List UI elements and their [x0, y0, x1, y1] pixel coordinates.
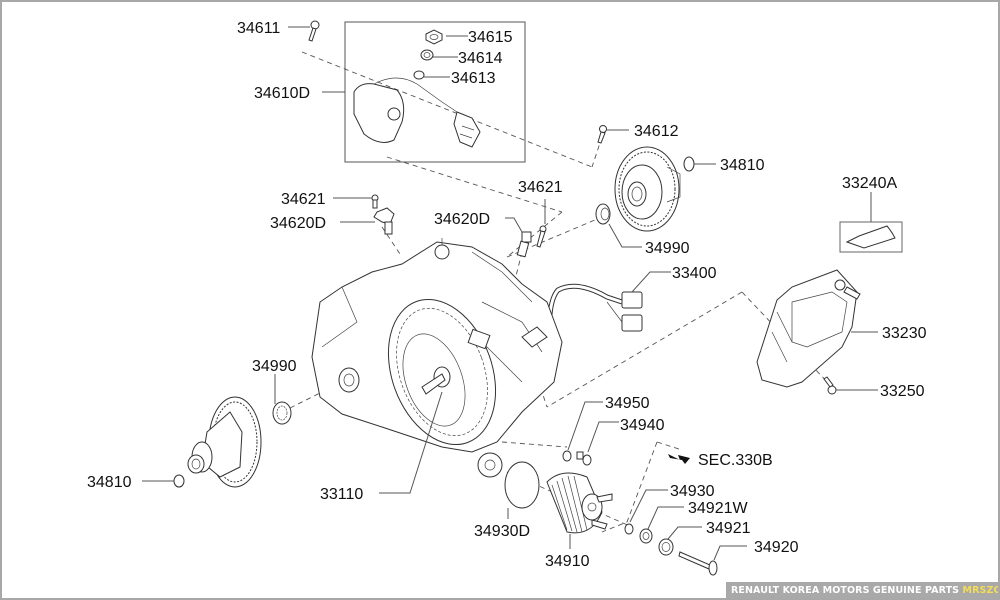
part-34910-oil-cooler[interactable] [546, 472, 613, 534]
part-34615-nut[interactable] [425, 29, 443, 45]
callout-sec-330B[interactable]: SEC.330B [698, 452, 773, 469]
part-34930-oring[interactable] [624, 523, 634, 535]
footer-watermark: RENAULT KOREA MOTORS GENUINE PARTS MRSZO… [726, 582, 998, 598]
part-34610D-switch[interactable] [353, 77, 481, 148]
callout-34920[interactable]: 34920 [754, 539, 799, 556]
part-34810-oring-top[interactable] [683, 156, 695, 172]
part-34620D-sensor-left[interactable] [373, 207, 395, 235]
part-34921W-washer[interactable] [639, 528, 653, 544]
part-34613-seal[interactable] [413, 70, 425, 80]
callout-34921[interactable]: 34921 [706, 520, 751, 537]
callout-34610D[interactable]: 34610D [254, 85, 310, 102]
callout-34620D-left[interactable]: 34620D [270, 215, 326, 232]
part-33240A-sealant[interactable] [839, 221, 903, 253]
callout-34910[interactable]: 34910 [545, 553, 590, 570]
part-34621-bolt-left[interactable] [371, 194, 379, 209]
part-33230-side-cover[interactable] [756, 269, 861, 388]
part-34930D-gasket[interactable] [504, 461, 540, 509]
part-34614-washer[interactable] [420, 49, 434, 61]
part-34990-bearing-left[interactable] [272, 401, 292, 425]
part-34950-washer[interactable] [562, 450, 572, 462]
part-34921-washer[interactable] [658, 538, 674, 556]
callout-34614[interactable]: 34614 [458, 50, 503, 67]
callout-33250[interactable]: 33250 [880, 383, 925, 400]
callout-34990-top[interactable]: 34990 [645, 240, 690, 257]
part-34920-bolt[interactable] [678, 551, 718, 576]
callout-34613[interactable]: 34613 [451, 70, 496, 87]
callout-34620D-right[interactable]: 34620D [434, 211, 490, 228]
part-34621-bolt-right[interactable] [536, 225, 547, 248]
callout-34930D[interactable]: 34930D [474, 523, 530, 540]
part-33110-transaxle-case[interactable] [311, 238, 563, 478]
callout-34950[interactable]: 34950 [605, 395, 650, 412]
callout-33240A[interactable]: 33240A [842, 175, 897, 192]
callout-34930[interactable]: 34930 [670, 483, 715, 500]
callout-34990-left[interactable]: 34990 [252, 358, 297, 375]
callout-33110[interactable]: 33110 [320, 486, 363, 503]
callout-34810-top[interactable]: 34810 [720, 157, 765, 174]
sec-ref-arrow-icon [668, 454, 690, 464]
callout-34940[interactable]: 34940 [620, 417, 665, 434]
callout-34611[interactable]: 34611 [237, 20, 280, 37]
part-34940-plug[interactable] [576, 451, 592, 466]
callout-34621-left[interactable]: 34621 [281, 191, 326, 208]
part-33250-bolt[interactable] [823, 376, 837, 395]
callout-33230[interactable]: 33230 [882, 325, 927, 342]
footer-brand: MRSZONE [962, 584, 998, 596]
callout-34612[interactable]: 34612 [634, 123, 679, 140]
part-34990-bearing-top[interactable] [595, 203, 611, 225]
callout-34921W[interactable]: 34921W [688, 500, 748, 517]
footer-text: RENAULT KOREA MOTORS GENUINE PARTS MRSZO… [726, 584, 998, 596]
callout-33400[interactable]: 33400 [672, 265, 717, 282]
part-34612-bolt[interactable] [597, 125, 607, 144]
callout-labels: 34611 34615 34614 34613 34610D 34612 348… [87, 20, 927, 570]
footer-caption: RENAULT KOREA MOTORS GENUINE PARTS [731, 584, 960, 596]
part-differential-gear-top[interactable] [614, 146, 681, 232]
callout-34621-right[interactable]: 34621 [518, 179, 563, 196]
part-34810-oring-left[interactable] [173, 474, 185, 488]
part-33400-wiring-harness[interactable] [546, 283, 643, 348]
callout-leaders [142, 26, 878, 561]
callout-34810-left[interactable]: 34810 [87, 474, 132, 491]
callout-34615[interactable]: 34615 [468, 29, 513, 46]
part-34620D-sensor-right[interactable] [516, 231, 532, 258]
part-differential-assembly-left[interactable] [187, 396, 262, 488]
part-34611-bolt[interactable] [308, 20, 320, 42]
